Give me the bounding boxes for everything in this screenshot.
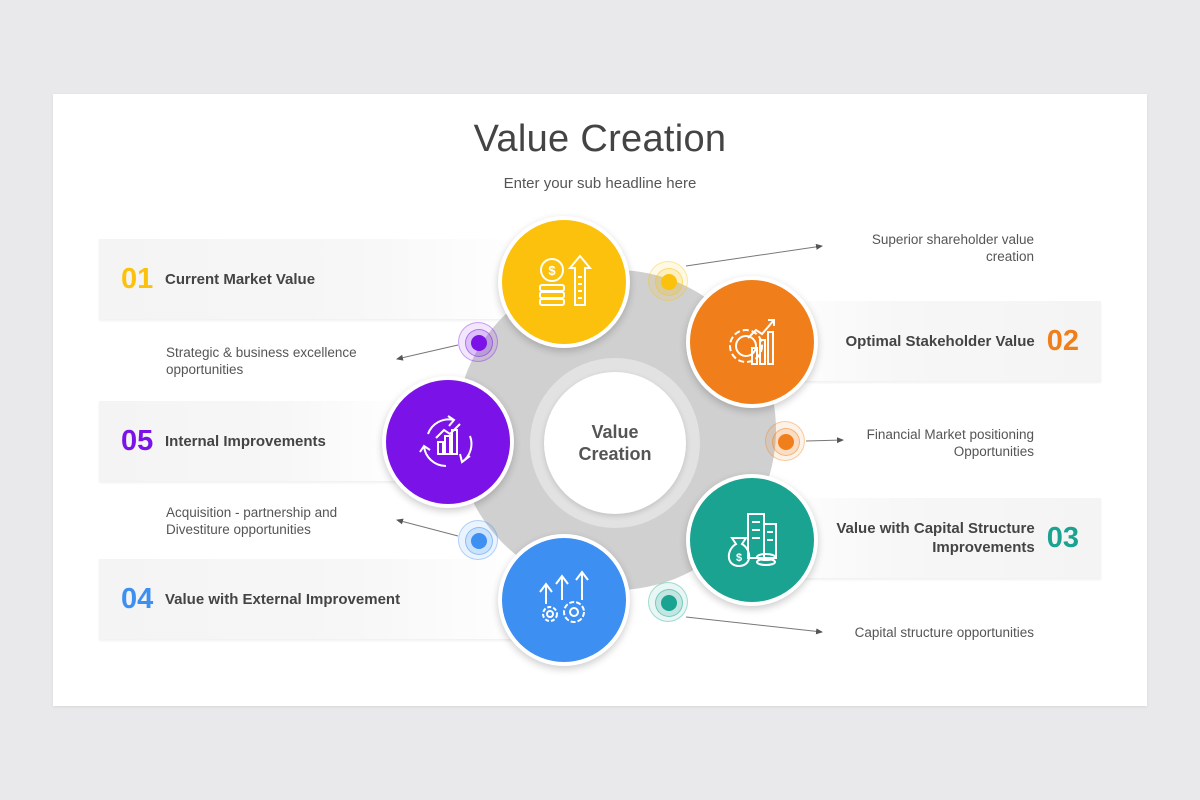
page-title: Value Creation — [473, 118, 727, 160]
circle-item-02 — [686, 276, 818, 408]
note-line: creation — [985, 249, 1034, 264]
note-strategic-excellence: Strategic & business excellence opportun… — [166, 344, 386, 378]
note-line: Divestiture opportunities — [166, 522, 311, 537]
item-number: 03 — [1046, 521, 1079, 554]
item-number: 02 — [1046, 324, 1079, 357]
item-label: Internal Improvements — [165, 432, 326, 450]
item-label: Optimal Stakeholder Value — [845, 332, 1035, 350]
band-item-05: 05 Internal Improvements — [99, 401, 409, 481]
money-bag-buildings-icon: $ — [727, 513, 777, 568]
note-line: Strategic & business excellence — [166, 345, 357, 360]
band-item-01: 01 Current Market Value — [99, 239, 529, 319]
circle-item-05 — [382, 376, 514, 508]
item-number: 01 — [121, 262, 154, 295]
note-financial-market: Financial Market positioning Opportuniti… — [850, 426, 1034, 460]
center-label: Value Creation — [578, 421, 651, 465]
gears-arrows-icon — [539, 570, 589, 623]
note-capital-structure: Capital structure opportunities — [830, 624, 1034, 641]
target-dot-purple — [458, 322, 498, 362]
note-line: Financial Market positioning — [866, 427, 1034, 442]
page-subtitle: Enter your sub headline here — [503, 175, 697, 192]
label-line: Improvements — [932, 539, 1035, 556]
item-label: Value with External Improvement — [165, 590, 401, 608]
note-line: Opportunities — [953, 444, 1034, 459]
target-dot-teal — [648, 582, 688, 622]
note-line: opportunities — [166, 362, 244, 377]
item-label: Current Market Value — [165, 270, 316, 288]
circle-item-03: $ — [686, 474, 818, 606]
target-dot-blue — [458, 520, 498, 560]
center-circle: Value Creation — [544, 372, 686, 514]
note-line: Acquisition - partnership and — [166, 505, 338, 520]
label-line: Value with Capital Structure — [836, 520, 1035, 537]
svg-text:$: $ — [736, 552, 742, 564]
circle-item-04 — [498, 534, 630, 666]
note-shareholder-value: Superior shareholder value creation — [830, 231, 1034, 265]
item-number: 05 — [121, 424, 154, 457]
svg-text:$: $ — [548, 263, 556, 278]
note-line: Superior shareholder value — [871, 232, 1034, 247]
gear-chart-icon — [729, 319, 775, 365]
circle-item-01: $ — [498, 216, 630, 348]
cycle-chart-icon — [419, 415, 473, 468]
target-dot-orange — [765, 421, 805, 461]
note-acquisition: Acquisition - partnership and Divestitur… — [166, 504, 386, 538]
band-item-04: 04 Value with External Improvement — [99, 559, 529, 639]
money-growth-icon: $ — [539, 254, 593, 306]
center-line: Value — [591, 422, 639, 442]
note-line: Capital structure opportunities — [854, 625, 1034, 640]
target-dot-yellow — [648, 261, 688, 301]
item-number: 04 — [121, 582, 154, 615]
center-line: Creation — [578, 444, 652, 464]
